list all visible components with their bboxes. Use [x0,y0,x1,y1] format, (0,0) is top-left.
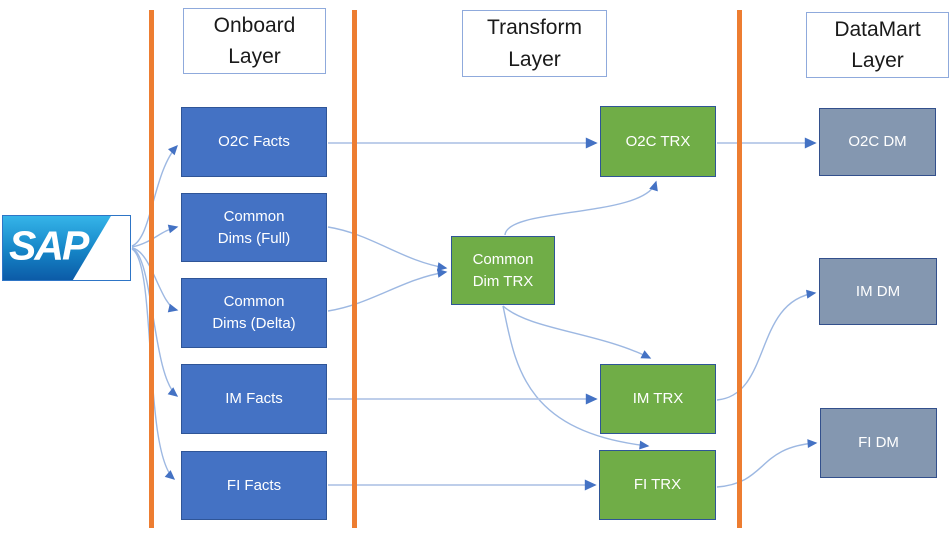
edge-common-full-to-common-dim-trx [327,226,448,272]
edge-sap-to-o2c-facts [131,144,178,247]
layer-divider-1 [149,10,154,528]
node-im-dm: IM DM [819,258,937,325]
node-im-facts: IM Facts [181,364,327,434]
node-o2c-dm: O2C DM [819,108,936,176]
node-o2c-facts: O2C Facts [181,107,327,177]
node-fi-dm-label: FI DM [858,434,899,452]
layer-title-onboard-label: Onboard Layer [213,13,296,69]
node-o2c-facts-label: O2C Facts [218,133,290,151]
node-o2c-trx: O2C TRX [600,106,716,177]
node-common-dims-full: Common Dims (Full) [181,193,327,262]
layer-title-transform-label: Transform Layer [487,16,582,71]
node-fi-trx: FI TRX [599,450,716,520]
edge-common-dim-trx-to-o2c-trx [504,180,658,236]
sap-logo: SAP [2,215,131,281]
layer-title-onboard: Onboard Layer [183,8,326,74]
layer-title-datamart: DataMart Layer [806,12,949,78]
node-fi-facts: FI Facts [181,451,327,520]
node-im-trx: IM TRX [600,364,716,434]
edge-fi-trx-to-fi-dm [716,439,818,488]
node-common-dims-delta: Common Dims (Delta) [181,278,327,348]
edge-sap-to-common-dims-delta [131,247,179,313]
layer-divider-3 [737,10,742,528]
edge-sap-to-fi-facts [131,247,179,397]
node-im-facts-label: IM Facts [225,390,283,408]
layer-title-transform: Transform Layer [462,10,607,77]
node-o2c-dm-label: O2C DM [848,133,907,151]
node-im-trx-label: IM TRX [632,390,684,408]
edge-im-trx-to-im-dm [716,289,817,401]
node-common-dims-full-label: Common Dims (Full) [217,207,291,247]
node-fi-dm: FI DM [820,408,937,478]
node-common-dim-trx-label: Common Dim TRX [472,250,534,290]
node-im-dm-label: IM DM [855,282,901,300]
sap-logo-text: SAP [9,222,89,269]
node-o2c-trx-label: O2C TRX [625,132,691,150]
edge-common-dim-trx-to-fi-trx [502,305,650,450]
layer-title-datamart-label: DataMart Layer [834,17,921,73]
node-common-dim-trx: Common Dim TRX [451,236,555,305]
edge-common-dim-trx-to-im-trx [502,305,652,359]
node-fi-trx-label: FI TRX [633,476,682,494]
node-fi-facts-label: FI Facts [226,476,282,494]
layer-divider-2 [352,10,357,528]
edge-common-delta-to-common-dim-trx [327,268,448,312]
edge-sap-to-common-dims-full [131,224,179,248]
node-common-dims-delta-label: Common Dims (Delta) [212,293,296,332]
